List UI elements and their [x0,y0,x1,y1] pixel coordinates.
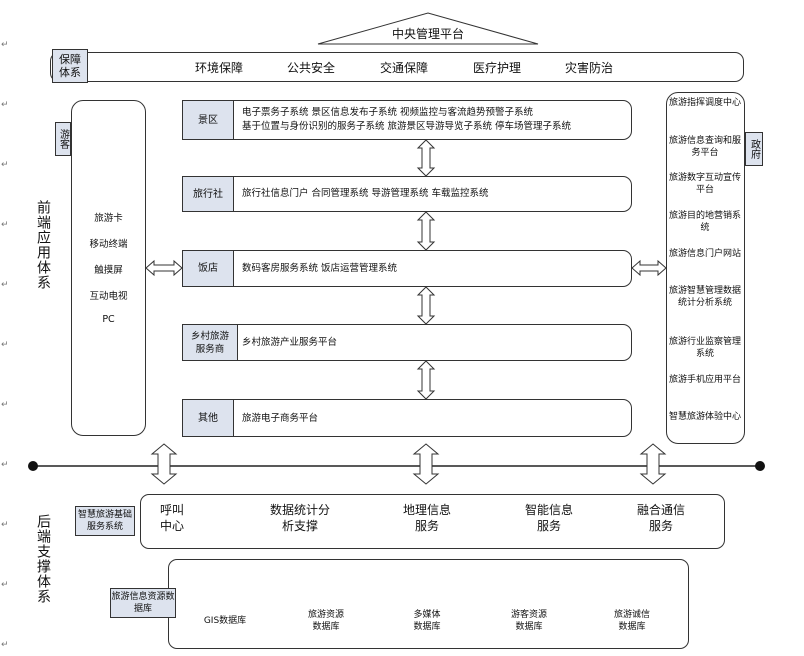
module-row-other [182,399,632,437]
central-platform-triangle [317,12,539,45]
paragraph-mark: ↵ [1,520,9,530]
double-arrow-timeline [639,443,667,485]
database-panel [168,559,689,649]
service-item: 地理信息 服务 [392,502,462,534]
government-item: 旅游信息查询和服务平台 [668,136,741,158]
guarantee-item: 医疗护理 [473,61,522,75]
tourist-item: 互动电视 [89,291,128,302]
service-item: 融合通信 服务 [626,502,696,534]
paragraph-mark: ↵ [1,340,9,350]
front-end-system-label: 前端应用体系 [35,200,51,290]
module-systems-line: 数码客房服务系统 饭店运营管理系统 [242,263,398,274]
government-label: 政府 [745,132,763,166]
guarantee-item: 灾害防治 [565,61,614,75]
database-item-label: 多媒体 数据库 [413,610,441,632]
guarantee-system-label: 保障 体系 [52,49,88,83]
government-item: 旅游智慧管理数据统计分析系统 [668,286,741,308]
module-label: 旅行社 [182,176,234,212]
double-arrow-h-left [145,259,183,277]
government-panel [666,92,745,444]
database-label: 旅游信息资源数据库 [110,588,176,618]
government-item: 旅游数字互动宣传平台 [668,173,741,195]
paragraph-mark: ↵ [1,460,9,470]
module-systems-line: 基于位置与身份识别的服务子系统 旅游景区导游导览子系统 停车场管理子系统 [242,121,572,132]
double-arrow-v [416,360,436,400]
module-systems-line: 电子票务子系统 景区信息发布子系统 视频监控与客流趋势预警子系统 [242,107,534,118]
central-platform-title: 中央管理平台 [391,27,464,41]
timeline-dot-right [755,461,765,471]
government-item: 旅游目的地营销系统 [668,211,741,233]
module-label: 饭店 [182,250,234,287]
paragraph-mark: ↵ [1,160,9,170]
paragraph-mark: ↵ [1,220,9,230]
guarantee-item: 环境保障 [195,61,244,75]
tourist-panel [71,100,146,436]
double-arrow-timeline [150,443,178,485]
module-systems-line: 乡村旅游产业服务平台 [242,337,338,348]
service-item: 数据统计分 析支撑 [258,502,342,534]
paragraph-mark: ↵ [1,580,9,590]
guarantee-item: 公共安全 [287,61,336,75]
paragraph-mark: ↵ [1,280,9,290]
module-row-rural-tourism [182,324,632,361]
module-systems-line: 旅游电子商务平台 [242,413,319,424]
tourist-label: 游客 [55,122,71,156]
tourist-item: PC [102,314,115,325]
guarantee-system-bar [50,52,744,82]
government-item: 旅游信息门户网站 [668,249,741,259]
double-arrow-timeline [412,443,440,485]
government-item: 智慧旅游体验中心 [668,412,741,422]
back-end-system-label: 后端支撑体系 [35,514,51,604]
guarantee-item: 交通保障 [380,61,429,75]
paragraph-mark: ↵ [1,40,9,50]
database-item-label: 游客资源 数据库 [510,610,547,632]
tourist-item: 移动终端 [89,239,128,250]
double-arrow-h-right [631,259,667,277]
module-label: 其他 [182,399,234,437]
database-item-label: 旅游资源 数据库 [307,610,344,632]
module-label: 景区 [182,100,234,140]
tourist-item: 触摸屏 [94,265,123,276]
tourist-item: 旅游卡 [94,213,123,224]
service-item: 呼叫 中心 [150,502,194,534]
paragraph-mark: ↵ [1,100,9,110]
double-arrow-v [416,286,436,325]
paragraph-mark: ↵ [1,400,9,410]
database-item-label: 旅游诚信 数据库 [613,610,650,632]
basic-services-label: 智慧旅游基础服务系统 [75,506,135,536]
double-arrow-v [416,139,436,177]
module-label: 乡村旅游 服务商 [182,324,238,361]
module-row-travel-agency [182,176,632,212]
double-arrow-v [416,211,436,251]
government-item: 旅游指挥调度中心 [668,98,741,108]
module-row-scenic [182,100,632,140]
module-systems-line: 旅行社信息门户 合同管理系统 导游管理系统 车载监控系统 [242,188,489,199]
database-item-label: GIS数据库 [203,616,247,626]
government-item: 旅游手机应用平台 [668,375,741,385]
timeline-dot-left [28,461,38,471]
service-item: 智能信息 服务 [514,502,584,534]
government-item: 旅游行业监察管理系统 [668,337,741,359]
paragraph-mark: ↵ [1,640,9,650]
module-row-hotel [182,250,632,287]
